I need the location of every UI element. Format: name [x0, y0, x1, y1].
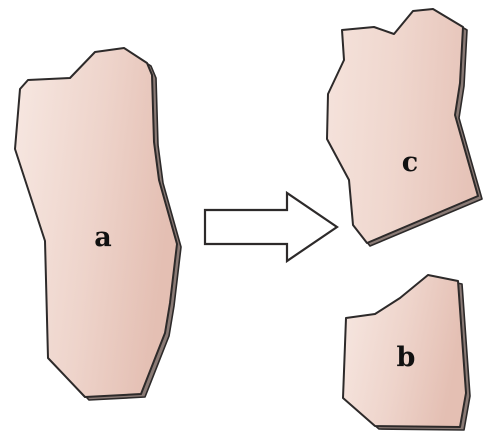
- right-arrow-icon: [203, 190, 339, 264]
- piece-a-face: [14, 47, 178, 398]
- piece-b-label: b: [397, 342, 416, 373]
- piece-b: b: [342, 274, 471, 431]
- piece-c-label: c: [402, 147, 418, 178]
- piece-c-face: [326, 8, 479, 244]
- piece-b-face: [342, 274, 467, 428]
- piece-a-label: a: [94, 222, 112, 253]
- piece-a: a: [14, 47, 182, 401]
- piece-c: c: [326, 8, 483, 247]
